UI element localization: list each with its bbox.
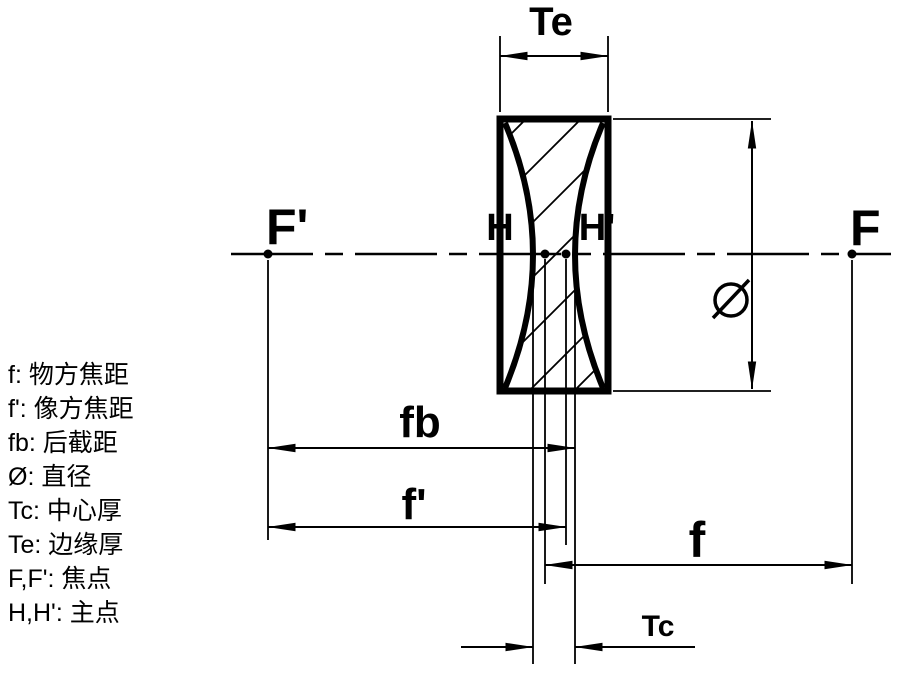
tc-label: Tc [642,610,675,643]
legend-item-focal-points: F,F': 焦点 [8,565,111,593]
fb-label: fb [399,398,441,447]
dimension-tc: Tc [461,610,695,652]
f-prime-label: f' [401,480,426,529]
dimension-te: Te [499,0,609,61]
legend-item-fb: fb: 后截距 [8,429,118,457]
h-point-dot [540,249,550,259]
f-prime-point-label: F' [266,199,308,255]
legend-item-diameter: Ø: 直径 [8,463,91,491]
lens-cross-section [496,115,612,395]
legend-item-principal-points: H,H': 主点 [8,599,120,627]
axis-points [263,249,857,259]
extension-lines [267,36,853,664]
dimension-diameter [711,120,757,390]
legend-item-f-prime: f': 像方焦距 [8,395,134,423]
f-label: f [689,512,706,568]
diameter-icon [711,278,751,320]
f-point-dot [847,249,857,259]
f-point-label: F [850,200,881,256]
lens-outline [496,115,612,395]
te-label: Te [529,0,573,44]
h-prime-point-label: H' [579,207,615,249]
dimension-fb: fb [267,398,576,453]
f-prime-point-dot [263,249,273,259]
lens-right-concave-surface [572,121,606,390]
h-prime-point-dot [561,249,571,259]
legend-item-te: Te: 边缘厚 [8,531,123,559]
legend: f: 物方焦距 f': 像方焦距 fb: 后截距 Ø: 直径 Tc: 中心厚 T… [8,361,134,627]
legend-item-f: f: 物方焦距 [8,361,129,389]
dimension-f: f [544,512,853,570]
glass-hatching [505,122,603,389]
lens-left-concave-surface [502,121,536,390]
h-point-label: H [486,207,513,249]
dimension-f-prime: f' [267,480,567,532]
legend-item-tc: Tc: 中心厚 [8,497,122,525]
